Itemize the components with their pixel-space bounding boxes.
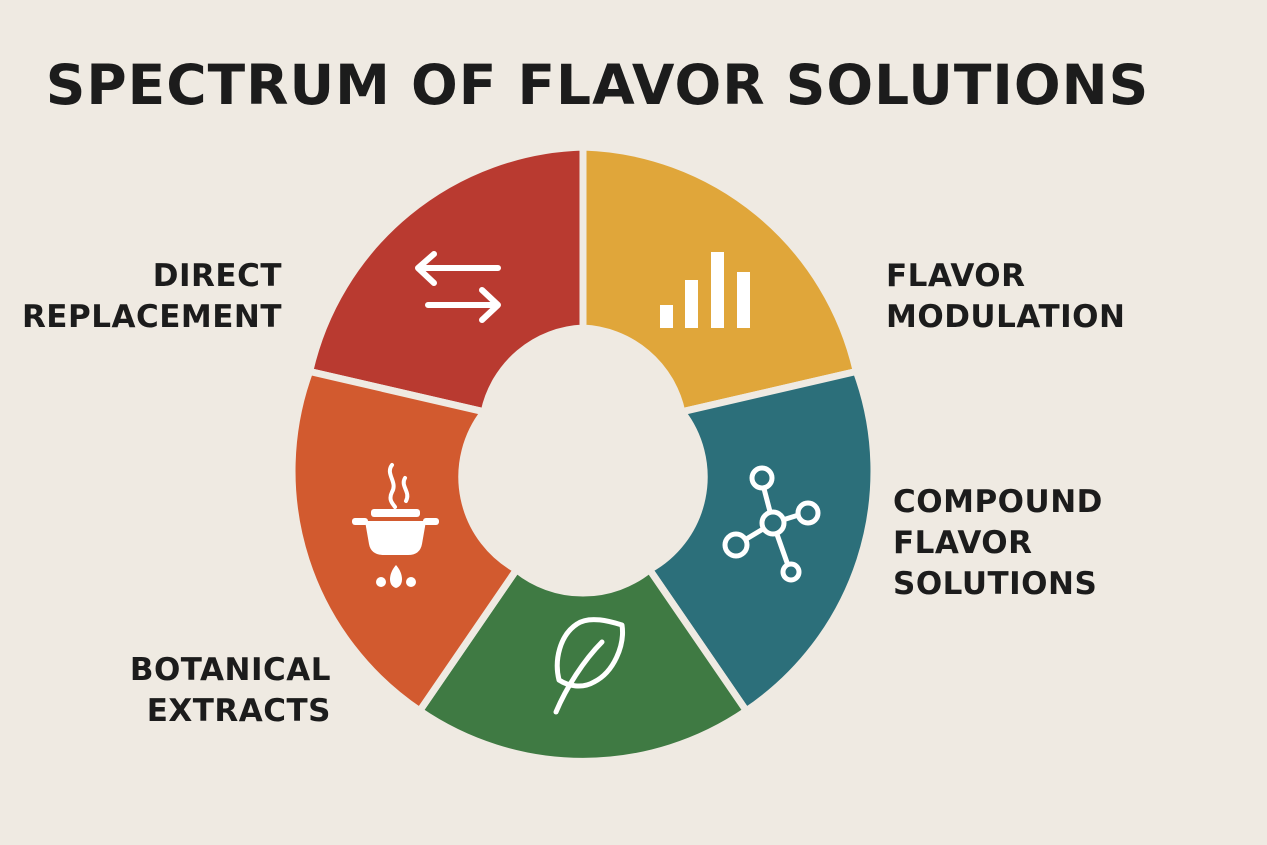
label-flavor-modulation: FLAVOR MODULATION	[886, 256, 1125, 338]
bar-chart-icon	[660, 252, 750, 328]
label-line: COMPOUND	[893, 484, 1103, 520]
label-line: FLAVOR	[893, 525, 1033, 561]
swap-arrows-icon	[415, 251, 501, 323]
segment-direct-replacement	[306, 143, 587, 416]
segment-compound-flavor-solutions	[646, 368, 878, 715]
label-line: SOLUTIONS	[893, 566, 1098, 602]
label-line: REPLACEMENT	[21, 299, 282, 335]
label-line: BOTANICAL	[129, 652, 331, 688]
label-line: MODULATION	[886, 299, 1126, 335]
label-line: DIRECT	[152, 258, 282, 294]
page-title: SPECTRUM OF FLAVOR SOLUTIONS	[45, 53, 1150, 117]
label-compound-flavor-solutions: COMPOUND FLAVOR SOLUTIONS	[893, 482, 1103, 605]
cooking-pot-icon	[352, 463, 439, 588]
label-line: EXTRACTS	[146, 693, 331, 729]
leaf-icon	[553, 617, 625, 715]
molecule-icon	[722, 465, 821, 583]
label-botanical-extracts: BOTANICAL EXTRACTS	[130, 650, 331, 732]
label-line: FLAVOR	[886, 258, 1026, 294]
label-direct-replacement: DIRECT REPLACEMENT	[22, 256, 282, 338]
